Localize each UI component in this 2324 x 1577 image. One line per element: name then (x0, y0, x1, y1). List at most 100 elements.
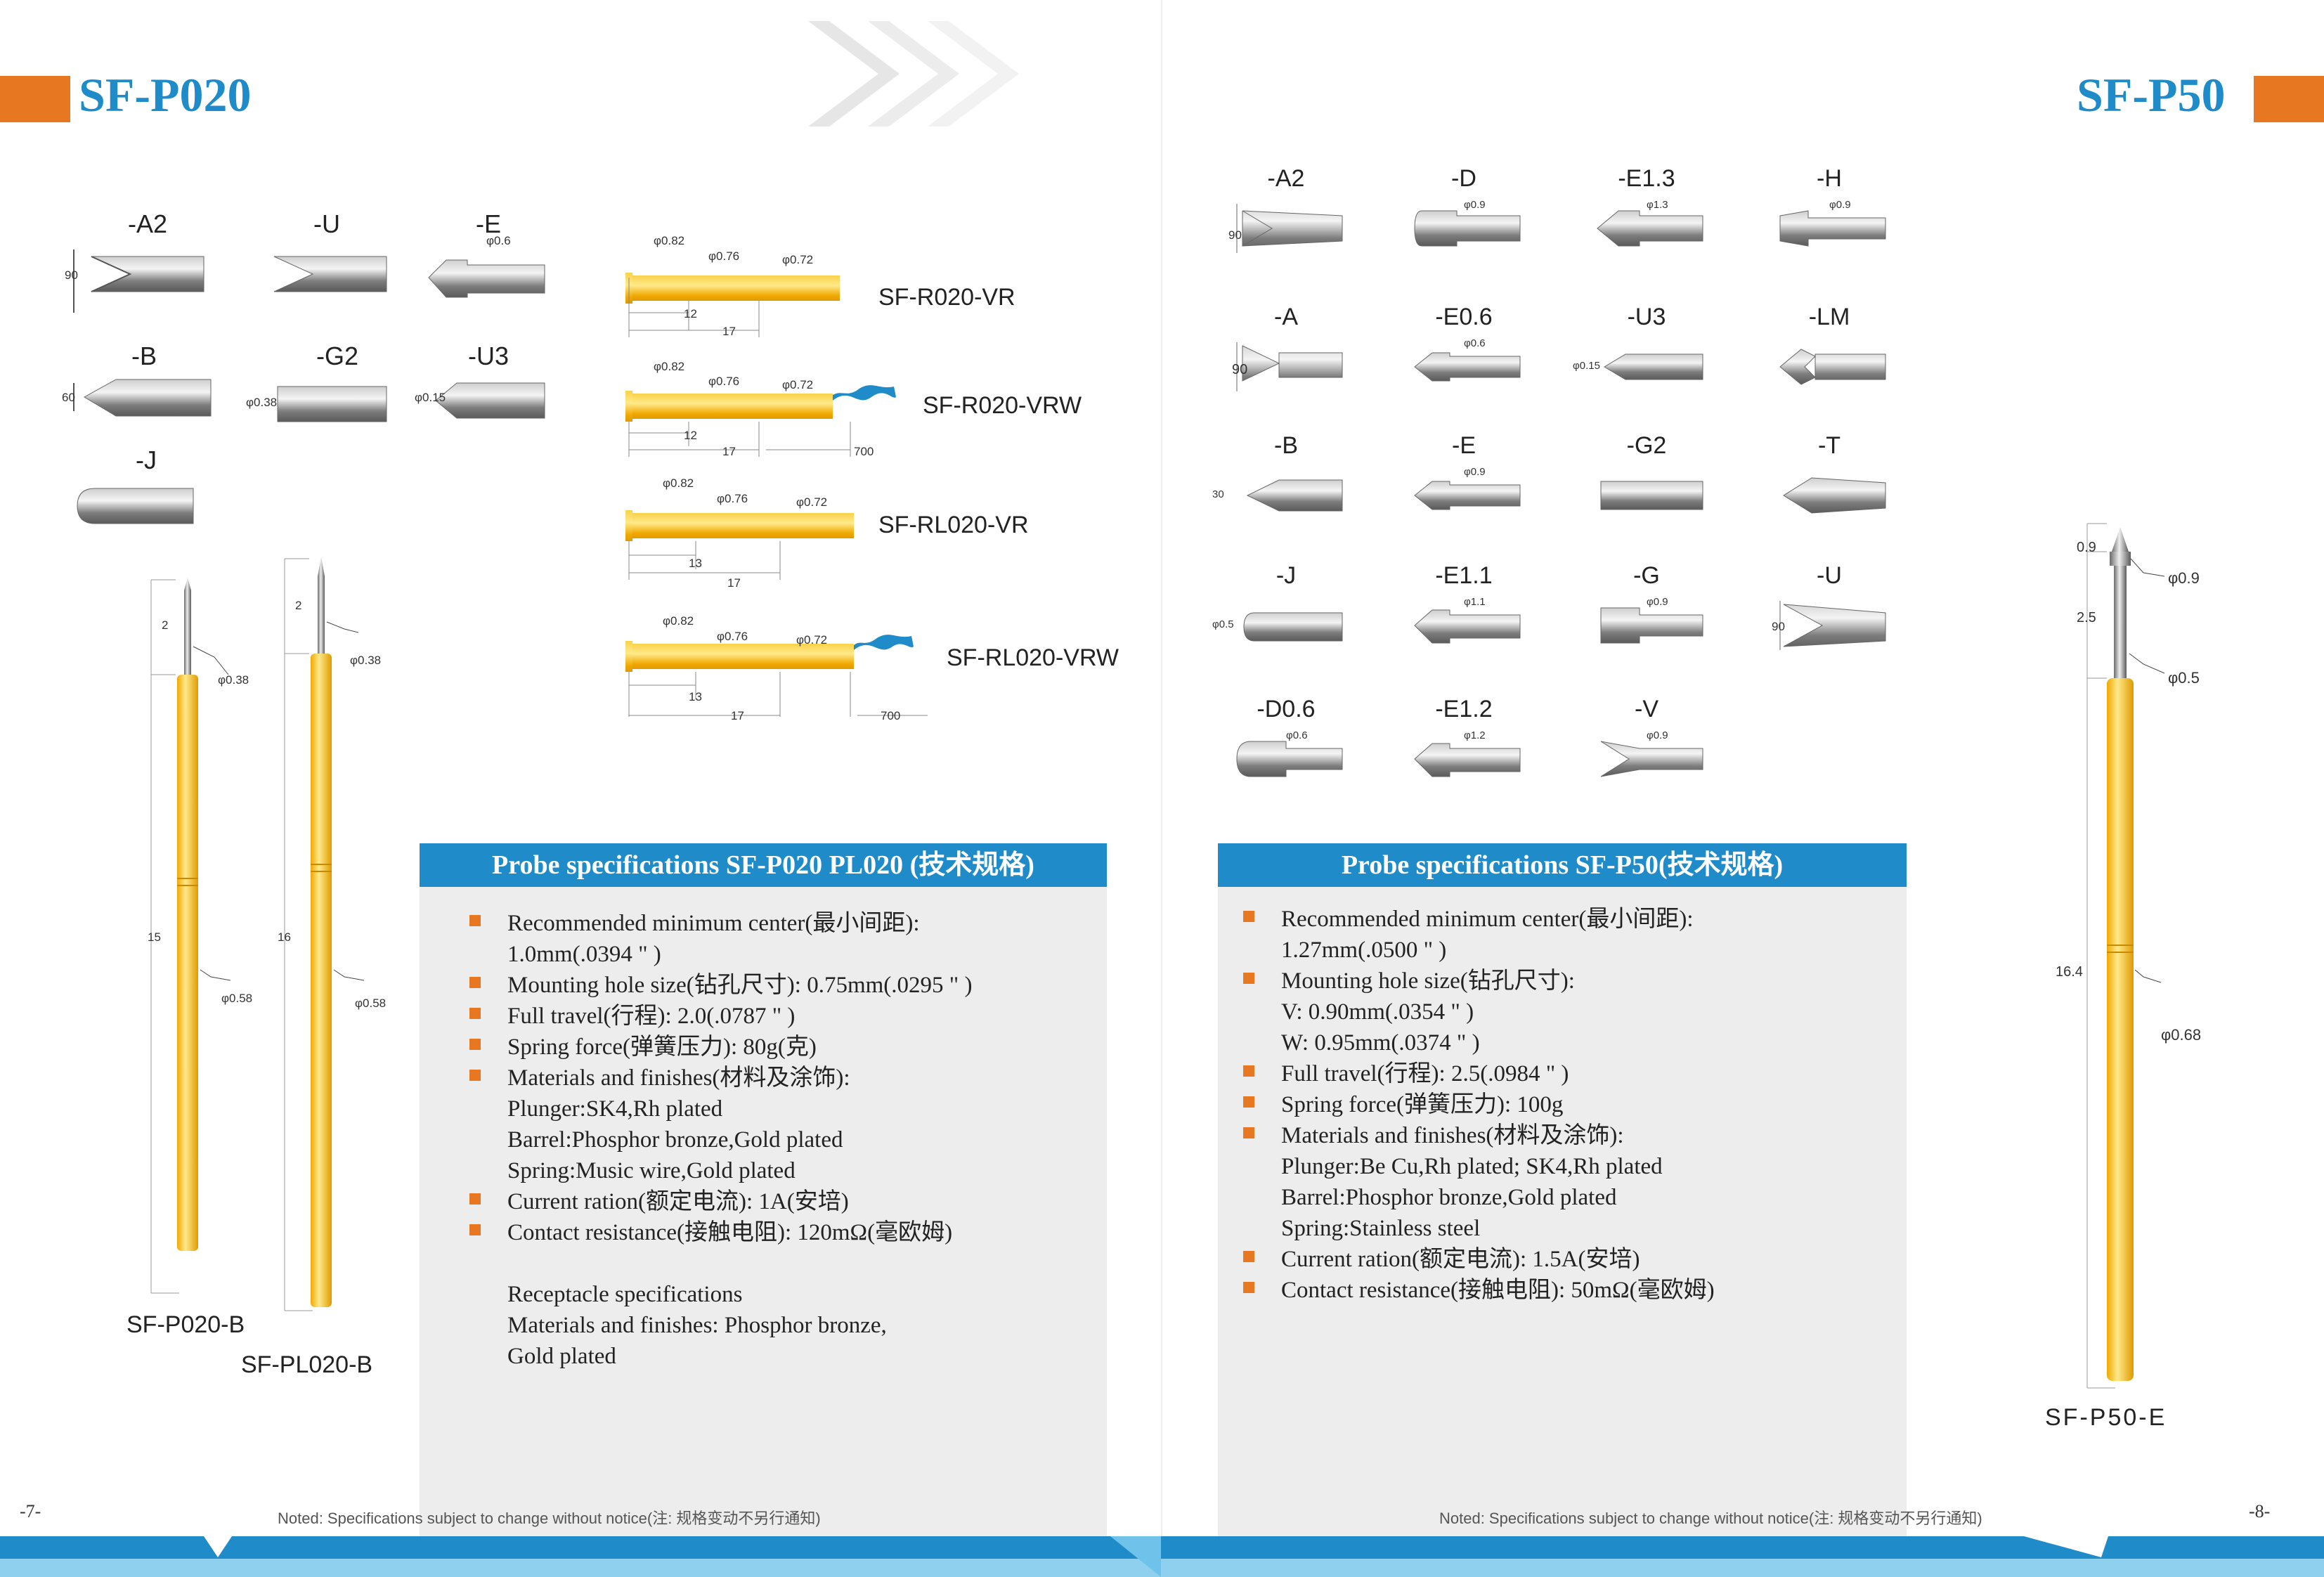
dim-e-dia: φ0.6 (486, 234, 511, 247)
tip-drawing-right (1236, 741, 1343, 777)
tip-dim-right: φ0.6 (1464, 337, 1486, 349)
spec-line: 1.0mm(.0394 " ) (507, 942, 661, 967)
tip-drawing-right (1597, 210, 1703, 247)
spec-line: Receptacle specifications (507, 1282, 743, 1307)
receptacle-drawing-vrw (625, 385, 896, 457)
probe-p020-barrel-dia: φ0.58 (221, 992, 253, 1005)
tip-drawing-u (273, 256, 387, 292)
tip-label-right: -G2 (1626, 432, 1667, 459)
tip-label-j: -J (136, 446, 157, 474)
tip-label-right: -E1.3 (1618, 165, 1675, 192)
chevron-decoration (808, 21, 1019, 126)
tip-drawing-e (428, 259, 545, 298)
receptacle-vrw-d3: φ0.72 (782, 378, 814, 391)
probe-name-pl020-b: SF-PL020-B (241, 1351, 373, 1378)
tip-dim-right: φ0.9 (1647, 729, 1668, 741)
tip-label-right: -E (1452, 432, 1476, 459)
dim-u3-dia: φ0.15 (415, 391, 446, 404)
receptacle-rl-vrw-d3: φ0.72 (796, 633, 828, 647)
tip-drawing-right (1604, 353, 1703, 380)
probe-p020-tip-dia: φ0.38 (218, 673, 249, 687)
footer-note-right: Noted: Specifications subject to change … (1439, 1510, 1982, 1527)
receptacle-rl-vr-d3: φ0.72 (796, 495, 828, 509)
probe-p50-barrel-dia: φ0.68 (2161, 1026, 2202, 1044)
spec-panel-right: Probe specifications SF-P50(技术规格) Recomm… (1218, 843, 1907, 1540)
tip-drawing-right (1779, 210, 1886, 247)
spec-line: Full travel(行程): 2.5(.0984 " ) (1242, 1058, 1569, 1089)
receptacle-rl-vrw-d1: φ0.82 (663, 614, 694, 628)
tip-drawing-b (73, 379, 212, 417)
tip-dim-right: φ0.9 (1647, 596, 1668, 608)
tip-drawing-right (1414, 743, 1521, 777)
tip-label-right: -E0.6 (1435, 304, 1493, 330)
tip-label-u3: -U3 (467, 342, 509, 370)
tip-label-right: -G (1633, 562, 1660, 589)
receptacle-rl-vr-d2: φ0.76 (717, 492, 748, 505)
footer-band-light (0, 1559, 2324, 1577)
receptacle-rl-vr-d1: φ0.82 (663, 476, 694, 490)
probe-name-p50-e: SF-P50-E (2045, 1404, 2167, 1431)
spec-line: Contact resistance(接触电阻): 120mΩ(毫欧姆) (469, 1217, 952, 1248)
page-divider (1161, 0, 1162, 1577)
tip-label-right: -V (1635, 696, 1658, 722)
tip-drawing-a2 (73, 249, 205, 313)
receptacle-rl-vr-l2: 17 (727, 576, 741, 590)
spec-line: Materials and finishes(材料及涂饰): (469, 1063, 850, 1093)
page-number-left: -7- (20, 1501, 41, 1521)
probe-p020-total-len: 15 (148, 930, 161, 944)
tip-dim-right: φ1.1 (1464, 596, 1486, 608)
dim-u-angle: 90 (1772, 620, 1785, 633)
spec-line: Current ration(额定电流): 1A(安培) (469, 1186, 849, 1217)
spec-line: Mounting hole size(钻孔尺寸): (1243, 966, 1575, 997)
tip-label-right: -E1.1 (1435, 562, 1493, 589)
tip-drawing-right (1414, 210, 1521, 247)
dim-g2-dia: φ0.38 (246, 396, 278, 409)
probe-pl020-tip-dia: φ0.38 (350, 654, 382, 667)
receptacle-vrw-d2: φ0.76 (708, 375, 740, 388)
tip-drawing-right (1236, 204, 1343, 253)
tip-dim-right: φ0.5 (1212, 618, 1234, 630)
dim-a-angle: 90 (1232, 362, 1248, 377)
tip-drawing-right (1783, 477, 1886, 514)
tip-dim-right: φ0.9 (1829, 199, 1851, 211)
tip-dim-right: φ1.2 (1464, 729, 1486, 741)
tip-dim-right: φ1.3 (1647, 199, 1668, 211)
spec-line: Recommended minimum center(最小间距): (469, 908, 920, 939)
tip-label-right: -D (1451, 165, 1476, 192)
receptacle-rl-vr-l1: 13 (689, 557, 702, 570)
tip-label-right: -A2 (1267, 165, 1305, 192)
receptacle-vrw-l3: 700 (854, 445, 874, 458)
receptacle-vrw-d1: φ0.82 (654, 360, 685, 373)
page-title-right: SF-P50 (2077, 68, 2226, 122)
tip-label-a2: -A2 (127, 209, 168, 238)
footer-notch-decoration (204, 1536, 2108, 1577)
receptacle-name-vrw: SF-R020-VRW (923, 392, 1082, 419)
receptacle-vr-d2: φ0.76 (708, 249, 740, 263)
tip-drawing-right (1779, 349, 1886, 385)
receptacle-vr-d3: φ0.72 (782, 253, 814, 266)
spec-line: W: 0.95mm(.0374 " ) (1281, 1030, 1480, 1056)
spec-line: 1.27mm(.0500 " ) (1281, 937, 1447, 963)
spec-line: Current ration(额定电流): 1.5A(安培) (1243, 1244, 1640, 1275)
receptacle-vr-l2: 17 (722, 325, 736, 338)
spec-header-right: Probe specifications SF-P50(技术规格) (1218, 843, 1907, 887)
spec-line: Contact resistance(接触电阻): 50mΩ(毫欧姆) (1243, 1275, 1715, 1306)
spec-line: Recommended minimum center(最小间距): (1243, 904, 1694, 935)
probe-drawing-pl020-b (284, 557, 365, 1311)
probe-pl020-tip-len: 2 (295, 599, 302, 612)
receptacle-vr-l1: 12 (684, 307, 697, 320)
dim-b-angle: 60 (62, 391, 75, 404)
probe-pl020-total-len: 16 (278, 930, 291, 944)
tip-label-right: -E1.2 (1435, 696, 1493, 722)
tip-label-right: -H (1817, 165, 1842, 192)
spec-line: Materials and finishes: Phosphor bronze, (507, 1313, 887, 1338)
probe-p50-tip-dia: φ0.9 (2168, 569, 2200, 587)
tip-label-right: -D0.6 (1257, 696, 1316, 722)
receptacle-vr-d1: φ0.82 (654, 234, 685, 247)
probe-p50-head-len: 0.9 (2077, 540, 2096, 555)
receptacle-rl-vrw-l3: 700 (881, 709, 901, 722)
tip-drawing-u3 (435, 382, 545, 419)
tip-drawing-right (1236, 342, 1343, 391)
probe-pl020-barrel-dia: φ0.58 (355, 997, 387, 1010)
tip-label-right: -T (1817, 432, 1841, 459)
